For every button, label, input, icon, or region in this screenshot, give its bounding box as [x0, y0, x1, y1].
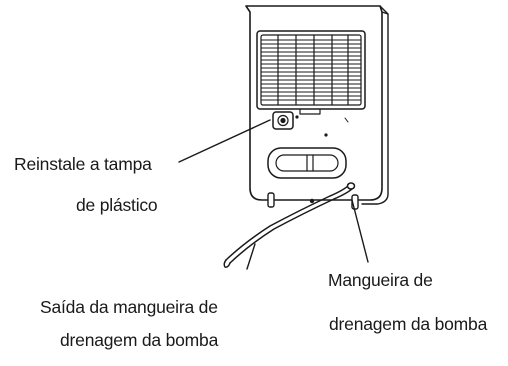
leader-hose — [351, 199, 369, 263]
leader-lines — [178, 119, 369, 270]
dehumidifier-body — [245, 5, 389, 205]
plastic-cover — [272, 111, 349, 137]
label-outlet-line1: Saída da mangueira de — [40, 297, 218, 317]
label-cover-line1: Reinstale a tampa — [14, 154, 152, 174]
leader-cover — [178, 119, 271, 163]
label-cover-line2: de plástico — [76, 195, 158, 215]
unit-feet — [267, 192, 359, 210]
drain-hose — [223, 182, 356, 268]
label-hose-line2: drenagem da bomba — [329, 314, 488, 334]
rear-handle — [267, 147, 347, 179]
grille-slats — [260, 39, 362, 101]
air-grille — [256, 30, 366, 115]
leader-outlet — [246, 243, 256, 270]
label-hose-line1: Mangueira de — [328, 270, 433, 290]
label-outlet-line2: drenagem da bomba — [60, 330, 219, 350]
grille-dividers — [277, 34, 349, 106]
